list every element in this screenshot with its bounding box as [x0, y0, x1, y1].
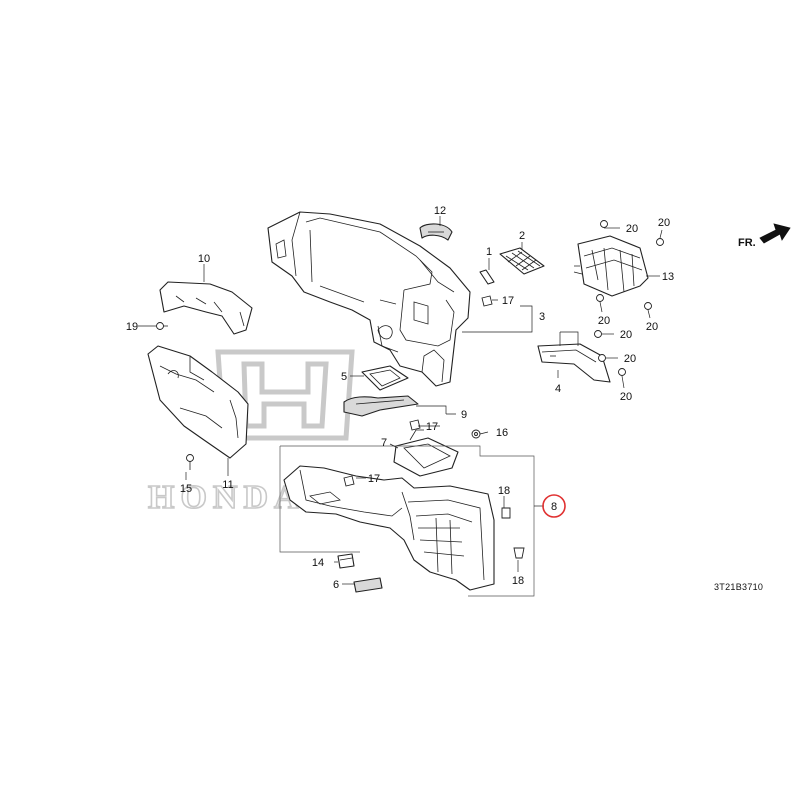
callout-11[interactable]: 11	[222, 479, 233, 491]
part-11-column-cover-lower	[147, 345, 249, 459]
callout-20-g[interactable]: 20	[620, 391, 632, 403]
callout-20-e[interactable]: 20	[620, 329, 632, 341]
callout-18-lower[interactable]: 18	[512, 575, 524, 587]
callout-8[interactable]: 8	[551, 501, 557, 513]
callout-15[interactable]: 15	[180, 483, 192, 495]
part-1-spacer	[479, 269, 495, 285]
callout-4[interactable]: 4	[555, 383, 561, 395]
callout-14[interactable]: 14	[312, 557, 324, 569]
callout-20-a[interactable]: 20	[626, 223, 638, 235]
callout-9[interactable]: 9	[461, 409, 467, 421]
callout-13[interactable]: 13	[662, 271, 674, 283]
fastener-18-upper	[501, 507, 511, 519]
callout-17-panel[interactable]: 17	[502, 295, 514, 307]
callout-2[interactable]: 2	[519, 230, 525, 242]
fastener-19	[156, 322, 168, 330]
fastener-20-d	[644, 302, 652, 310]
callout-20-c[interactable]: 20	[598, 315, 610, 327]
callout-10[interactable]: 10	[198, 253, 210, 265]
part-8-lower-cover	[283, 465, 495, 591]
part-10-column-cover-upper	[159, 281, 253, 335]
part-2-grid-plate	[499, 247, 545, 275]
front-direction-indicator: FR.	[738, 223, 791, 249]
callout-17-lower[interactable]: 17	[368, 473, 380, 485]
fastener-20-f	[598, 354, 606, 362]
fastener-20-b	[656, 238, 664, 246]
part-13-control-unit	[573, 235, 649, 297]
part-12-vent	[419, 223, 453, 241]
callout-labels: 1 2 3 4 5 6 7 8 9 10 11 12 13 14 15 16 1…	[126, 205, 674, 591]
watermark-text: HONDA	[148, 479, 305, 516]
leader-lines	[138, 216, 663, 585]
front-label: FR.	[738, 237, 756, 249]
callout-20-b[interactable]: 20	[658, 217, 670, 229]
part-7-pocket	[393, 429, 459, 477]
front-arrow-icon	[759, 223, 791, 244]
highlight-ring	[542, 494, 566, 518]
fastener-18-lower	[513, 547, 525, 559]
callout-20-f[interactable]: 20	[624, 353, 636, 365]
fastener-17-bezel	[409, 419, 421, 431]
fasteners	[156, 220, 664, 559]
fastener-20-a	[600, 220, 608, 228]
fastener-17-lower	[343, 475, 355, 487]
fastener-15	[186, 454, 194, 470]
fastener-17-panel	[481, 295, 493, 307]
part-9-bezel	[343, 395, 419, 417]
part-4-side-panel	[537, 343, 611, 383]
fastener-16	[471, 429, 481, 439]
callout-3[interactable]: 3	[539, 311, 545, 323]
callout-20-d[interactable]: 20	[646, 321, 658, 333]
part-5-tray	[361, 365, 409, 391]
image-code: 3T21B3710	[714, 582, 763, 592]
fastener-20-c	[596, 294, 604, 302]
callout-7[interactable]: 7	[381, 437, 387, 449]
part-6-bar	[353, 577, 383, 593]
callout-18-upper[interactable]: 18	[498, 485, 510, 497]
callout-16[interactable]: 16	[496, 427, 508, 439]
callout-1[interactable]: 1	[486, 246, 492, 258]
callout-17-bezel[interactable]: 17	[426, 421, 438, 433]
callout-6[interactable]: 6	[333, 579, 339, 591]
callout-5[interactable]: 5	[341, 371, 347, 383]
callout-19[interactable]: 19	[126, 321, 138, 333]
fastener-20-g	[618, 368, 626, 376]
part-instrument-panel	[267, 211, 471, 387]
fastener-20-e	[594, 330, 602, 338]
callout-12[interactable]: 12	[434, 205, 446, 217]
part-14-clip	[337, 553, 355, 569]
